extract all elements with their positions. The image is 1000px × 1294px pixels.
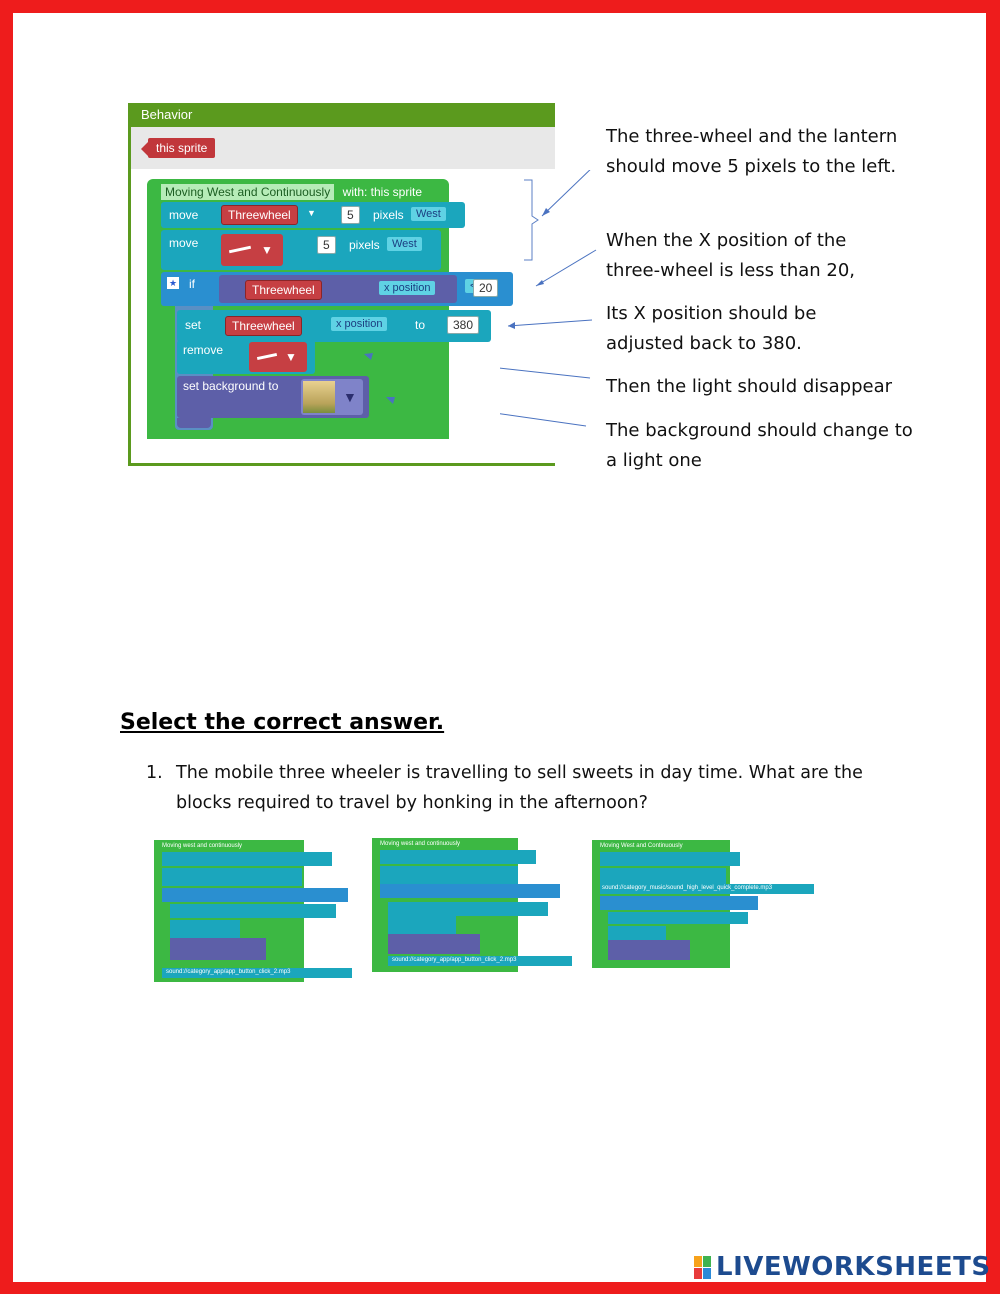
unit-label: pixels [373, 208, 404, 222]
steps-input[interactable]: 5 [341, 206, 360, 224]
section-heading: Select the correct answer. [120, 710, 445, 735]
steps-input[interactable]: 5 [317, 236, 336, 254]
tag-arrow-icon [141, 142, 148, 156]
event-with: with: this sprite [342, 185, 423, 199]
liveworksheets-logo: LIVEWORKSHEETS [716, 1252, 991, 1282]
arrowhead-5 [386, 397, 395, 404]
sprite-select[interactable]: Threewheel [245, 280, 322, 300]
arrowheads-left [364, 353, 395, 404]
background-thumbnail-icon [303, 381, 335, 413]
bracket-icon [524, 179, 539, 261]
background-select[interactable]: ▼ [301, 379, 363, 415]
question-number: 1. [146, 763, 163, 783]
event-label: Moving West and Continuously [161, 184, 335, 200]
move-block-1[interactable]: move Threewheel ▼ 5 pixels West [161, 202, 465, 228]
move-label: move [169, 208, 199, 222]
set-block[interactable]: set Threewheel x position to 380 [177, 310, 491, 342]
lantern-icon [228, 245, 252, 254]
property-select[interactable]: x position [379, 281, 436, 295]
liveworksheets-logo-icon [694, 1256, 712, 1280]
option-header: Moving West and Continuously [600, 843, 683, 849]
arrowhead-2 [536, 280, 544, 286]
remove-label: remove [183, 343, 224, 357]
arrow-line-4 [500, 367, 591, 379]
annotation-5: The background should change to a light … [606, 420, 913, 471]
property-select[interactable]: x position [331, 317, 388, 331]
option-sound: sound://category_app/app_button_click_2.… [392, 957, 517, 963]
set-label: set [185, 318, 202, 332]
sprite-select[interactable]: Threewheel [221, 205, 298, 225]
reset-input[interactable]: 380 [447, 316, 480, 334]
to-label: to [415, 318, 426, 332]
annotation-2: When the X position of the three-wheel i… [606, 230, 856, 281]
answer-option-1[interactable]: Moving west and continuously sound://cat… [154, 840, 354, 986]
annotation-1: The three-wheel and the lantern should m… [606, 126, 898, 177]
event-header: Moving West and Continuously with: this … [161, 183, 422, 201]
arrowhead-4 [364, 353, 373, 360]
option-sound: sound://category_app/app_button_click_2.… [166, 969, 291, 975]
event-block-foot [147, 431, 449, 439]
panel-header: Behavior [131, 103, 555, 127]
move-label: move [169, 236, 199, 250]
answer-option-2[interactable]: Moving west and continuously sound://cat… [372, 838, 576, 978]
unit-label: pixels [349, 238, 380, 252]
dropdown-icon: ▼ [261, 243, 273, 257]
question-text: The mobile three wheeler is travelling t… [176, 763, 863, 813]
option-header: Moving west and continuously [162, 843, 243, 849]
sprite-select[interactable]: Threewheel [225, 316, 302, 336]
direction-select[interactable]: West [411, 207, 446, 221]
arrow-line-3 [507, 319, 593, 327]
arrow-line-5 [500, 413, 587, 427]
arrowhead-1 [542, 208, 550, 216]
set-background-label: set background to [183, 379, 279, 393]
annotation-4: Then the light should disappear [606, 376, 893, 397]
dropdown-icon: ▼ [307, 208, 316, 218]
dropdown-icon: ▼ [285, 350, 297, 364]
sprite-bar: this sprite [131, 127, 555, 169]
direction-select[interactable]: West [387, 237, 422, 251]
move-block-2[interactable]: move ▼ 5 pixels West [161, 230, 441, 270]
x-position-getter[interactable]: Threewheel x position [219, 275, 457, 303]
sprite-tag[interactable]: this sprite [148, 138, 216, 158]
block-foot [177, 418, 211, 428]
star-icon: ★ [167, 277, 179, 289]
lantern-sprite-select[interactable]: ▼ [249, 342, 307, 372]
lantern-icon [256, 352, 278, 361]
dropdown-icon: ▼ [343, 389, 357, 405]
arrowhead-3 [508, 322, 515, 329]
annotation-arrows [500, 170, 597, 427]
behavior-panel: Behavior this sprite Moving West and Con… [128, 103, 555, 466]
arrow-line-2 [535, 249, 597, 287]
if-label: if [189, 277, 195, 291]
lantern-sprite-select[interactable]: ▼ [221, 234, 283, 266]
limit-input[interactable]: 20 [473, 279, 499, 297]
annotation-3: Its X position should be adjusted back t… [606, 303, 817, 354]
answer-option-3[interactable]: Moving West and Continuously sound://cat… [592, 840, 822, 972]
set-background-block[interactable]: set background to ▼ [177, 376, 369, 418]
option-sound: sound://category_music/sound_high_level_… [602, 885, 773, 891]
arrow-line-1 [541, 170, 591, 217]
option-header: Moving west and continuously [380, 841, 461, 847]
if-block[interactable]: ★ if Threewheel x position < 20 [161, 272, 513, 306]
remove-block[interactable]: remove ▼ [177, 340, 315, 374]
